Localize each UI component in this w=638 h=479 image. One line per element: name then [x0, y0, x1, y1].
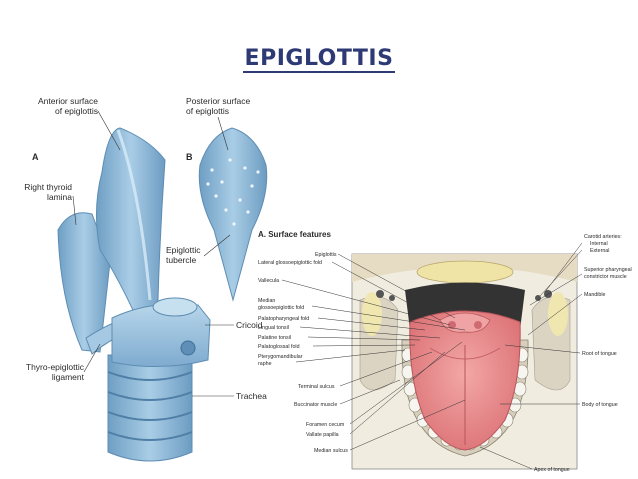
label-epiglottis: Epiglottis	[315, 252, 337, 258]
label-epiglottic-tubercle-1: Epiglottic	[166, 245, 201, 255]
label-pterygomandibular-2: raphe	[258, 361, 272, 367]
panel-a-label: A	[32, 152, 39, 162]
label-right-thyroid-1: Right thyroid	[24, 182, 72, 192]
label-apex-of-tongue: Apex of tongue	[534, 467, 570, 473]
label-posterior-surface-2: of epiglottis	[186, 106, 229, 116]
label-median-sulcus: Median sulcus	[314, 448, 348, 454]
label-carotid-arteries: Carotid arteries:	[584, 234, 622, 240]
label-cricoid: Cricoid	[236, 320, 263, 330]
label-vallate-papilla: Vallate papilla	[306, 432, 339, 438]
label-mandible: Mandible	[584, 292, 606, 298]
label-internal: Internal	[590, 241, 608, 247]
label-palatine-tonsil: Palatine tonsil	[258, 335, 291, 341]
label-superior-pharyngeal-2: constrictor muscle	[584, 274, 627, 280]
label-thyro-epiglottic-2: ligament	[52, 372, 85, 382]
label-vallecula: Vallecula	[258, 278, 279, 284]
label-foramen-cecum: Foramen cecum	[306, 422, 345, 428]
label-pterygomandibular-1: Pterygomandibular	[258, 354, 303, 360]
label-palatoglossal-fold: Palatoglossal fold	[258, 344, 300, 350]
label-superior-pharyngeal-1: Superior pharyngeal	[584, 267, 632, 273]
left-leader-lines	[72, 110, 234, 397]
posterior-epiglottis-drawing	[198, 127, 268, 302]
label-lingual-tonsil: Lingual tonsil	[258, 325, 289, 331]
label-body-of-tongue: Body of tongue	[582, 402, 618, 408]
label-palatopharyngeal-fold: Palatopharyngeal fold	[258, 316, 309, 322]
label-external: External	[590, 248, 609, 254]
tongue-illustration	[351, 253, 578, 470]
label-lateral-glossoepiglottic-fold: Lateral glossoepiglottic fold	[258, 260, 322, 266]
label-epiglottic-tubercle-2: tubercle	[166, 255, 197, 265]
label-right-thyroid-2: lamina	[47, 192, 72, 202]
larynx-illustration	[57, 127, 268, 462]
label-root-of-tongue: Root of tongue	[582, 351, 617, 357]
label-posterior-surface-1: Posterior surface	[186, 96, 251, 106]
right-leader-lines	[281, 242, 583, 470]
cricoid-drawing	[111, 297, 211, 367]
label-trachea: Trachea	[236, 391, 267, 401]
label-median-2: glossoepiglottic fold	[258, 305, 304, 311]
label-anterior-surface-2: of epiglottis	[55, 106, 98, 116]
thyroid-lamina-drawing	[57, 212, 111, 353]
surface-features-heading: A. Surface features	[258, 230, 331, 239]
label-median-1: Median	[258, 298, 275, 304]
trachea-drawing	[107, 354, 193, 462]
epiglottis-leaf-drawing	[95, 127, 166, 332]
label-terminal-sulcus: Terminal sulcus	[298, 384, 335, 390]
label-anterior-surface-1: Anterior surface	[38, 96, 98, 106]
page-title: EPIGLOTTIS	[0, 46, 638, 73]
label-thyro-epiglottic-1: Thyro-epiglottic	[26, 362, 85, 372]
panel-b-label: B	[186, 152, 193, 162]
label-buccinator-muscle: Buccinator muscle	[294, 402, 337, 408]
page-title-text: EPIGLOTTIS	[242, 46, 396, 73]
